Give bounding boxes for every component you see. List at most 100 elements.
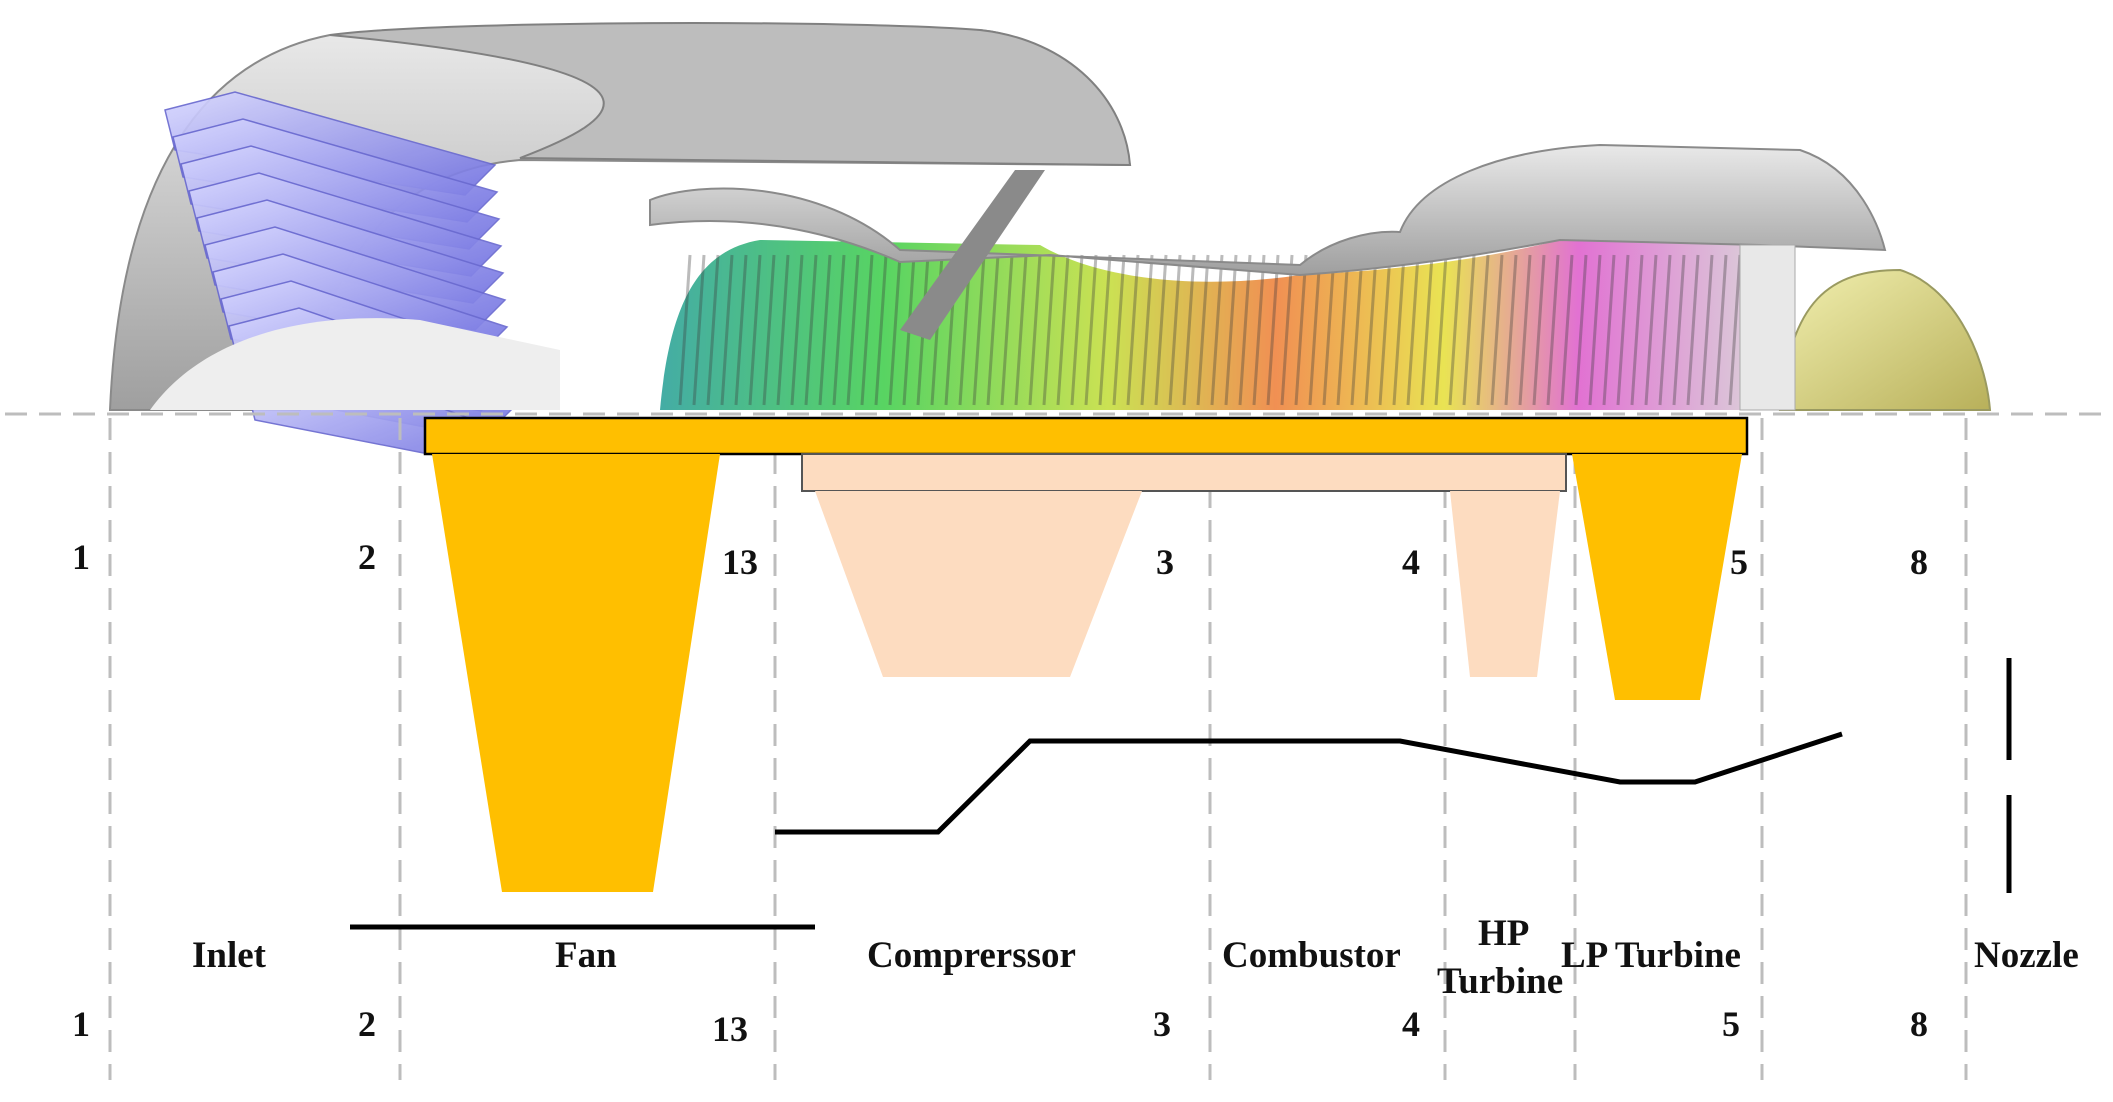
rotor-stage-line [1350, 254, 1364, 406]
label-fan: Fan [555, 935, 617, 976]
rotor-stage-line [1042, 254, 1056, 406]
station-bottom-3: 3 [1153, 1004, 1171, 1044]
label-hp-turbine-line1: HP [1478, 913, 1529, 954]
core-flow-line [775, 731, 1843, 835]
engine-cutaway-illustration [108, 22, 1992, 466]
rotor-stage-line [874, 254, 888, 406]
station-bottom-2: 2 [358, 1004, 376, 1044]
rotor-stage-line [1266, 254, 1280, 406]
rotor-stage-line [1322, 254, 1336, 406]
fan-casing-shell [329, 22, 1132, 167]
rotor-stage-line [1518, 254, 1532, 406]
label-compressor: Comprerssor [867, 935, 1076, 976]
high-pressure-shaft [801, 453, 1567, 492]
rotor-stage-line [1070, 254, 1084, 406]
station-bottom-13: 13 [712, 1009, 748, 1049]
station-top-3: 3 [1156, 542, 1174, 582]
rotor-stage-line [1252, 254, 1266, 406]
rotor-stage-line [1336, 254, 1350, 406]
rotor-stage-line [972, 254, 986, 406]
rotor-stage-line [1476, 254, 1490, 406]
exhaust-sleeve [1739, 244, 1796, 411]
rotor-stage-line [1560, 254, 1574, 406]
rotor-stage-line [1000, 254, 1014, 406]
rotor-stage-line [1168, 254, 1182, 406]
rotor-stage-line [1028, 254, 1042, 406]
rotor-stage-line [888, 254, 902, 406]
station-top-13: 13 [722, 542, 758, 582]
rotor-stage-line [1294, 254, 1308, 406]
rotor-stage-line [1392, 254, 1406, 406]
station-top-5: 5 [1730, 542, 1748, 582]
compressor-block [815, 491, 1142, 677]
rotor-stage-line [1672, 254, 1686, 406]
rotor-stage-line [1406, 254, 1420, 406]
rotor-stage-line [1238, 254, 1252, 406]
station-top-4: 4 [1402, 542, 1420, 582]
rotor-stage-line [762, 254, 776, 406]
rotor-stage-line [1364, 254, 1378, 406]
rotor-stage-line [846, 254, 860, 406]
label-hp-turbine-line2: Turbine [1437, 961, 1563, 1002]
rotor-stage-line [1098, 254, 1112, 406]
rotor-stage-line [1434, 254, 1448, 406]
rotor-stage-line [1126, 254, 1140, 406]
rotor-stage-line [1112, 254, 1126, 406]
rotor-stage-line [1728, 254, 1742, 406]
rotor-stage-line [748, 254, 762, 406]
hp-turbine-block [1450, 491, 1560, 677]
rotor-stage-line [1224, 254, 1238, 406]
lp-turbine-block [1572, 454, 1742, 700]
rotor-stage-line [1700, 254, 1714, 406]
rotor-stage-line [1280, 254, 1294, 406]
rotor-stage-line [818, 254, 832, 406]
rotor-stage-line [1714, 254, 1728, 406]
label-nozzle: Nozzle [1974, 935, 2079, 976]
rotor-stage-line [1630, 254, 1644, 406]
rotor-stage-line [1602, 254, 1616, 406]
station-bottom-1: 1 [72, 1004, 90, 1044]
rotor-stage-line [1308, 254, 1322, 406]
rotor-stage-line [1378, 254, 1392, 406]
station-top-2: 2 [358, 537, 376, 577]
rotor-stage-line [790, 254, 804, 406]
rotor-stage-line [734, 254, 748, 406]
rotor-stage-line [1196, 254, 1210, 406]
exhaust-cone [1778, 268, 1992, 411]
rotor-stage-line [860, 254, 874, 406]
label-combustor: Combustor [1222, 935, 1401, 976]
low-pressure-shaft [423, 416, 1749, 456]
label-inlet: Inlet [192, 935, 267, 976]
rotor-stage-line [720, 254, 734, 406]
rotor-stage-line [1644, 254, 1658, 406]
rotor-stage-line [804, 254, 818, 406]
rotor-stage-line [832, 254, 846, 406]
station-guide-lines [108, 418, 1968, 1080]
station-top-1: 1 [72, 537, 90, 577]
rotor-stage-line [1210, 254, 1224, 406]
rotor-stage-line [1588, 254, 1602, 406]
rotor-stage-line [1182, 254, 1196, 406]
fan-spinner [150, 318, 560, 410]
label-lp-turbine: LP Turbine [1561, 935, 1741, 976]
rotor-stage-line [1546, 254, 1560, 406]
station-bottom-8: 8 [1910, 1004, 1928, 1044]
rotor-stage-line [1658, 254, 1672, 406]
rotor-stage-line [1154, 254, 1168, 406]
rotor-stage-line [1532, 254, 1546, 406]
core-casing [649, 143, 1887, 277]
station-bottom-5: 5 [1722, 1004, 1740, 1044]
rotor-stage-line [1014, 254, 1028, 406]
rotor-stage-line [678, 254, 692, 406]
rotor-stage-line [692, 254, 706, 406]
rotor-stage-line [1420, 254, 1434, 406]
rotor-stage-line [1504, 254, 1518, 406]
rotor-stage-line [1448, 254, 1462, 406]
support-strut [900, 170, 1045, 340]
rotor-stage-line [1084, 254, 1098, 406]
rotor-stage-line [1490, 254, 1504, 406]
rotor-stage-line [1616, 254, 1630, 406]
fan-block [432, 454, 720, 892]
rotor-stage-line [1462, 254, 1476, 406]
